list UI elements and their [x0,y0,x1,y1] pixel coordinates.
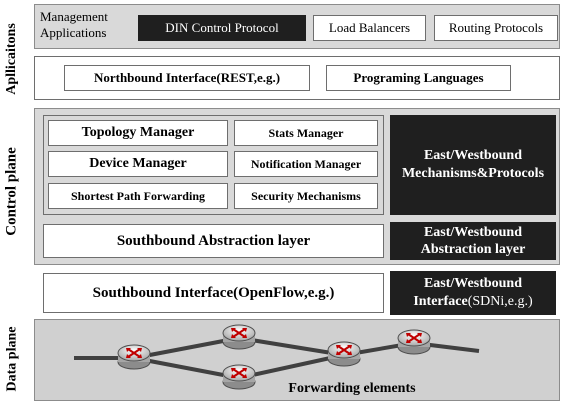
shortest-path-forwarding-box: Shortest Path Forwarding [48,183,228,209]
northbound-interface-box: Northbound Interface(REST,e.g.) [64,65,310,91]
notification-manager-box: Notification Manager [234,151,378,177]
forwarding-network: Forwarding elements [74,324,480,396]
ew-mechanisms-box: East/Westbound Mechanisms&Protocols [390,115,556,215]
management-applications-label: Management Applications [40,9,108,40]
southbound-interface-box: Southbound Interface(OpenFlow,e.g.) [43,273,384,313]
router-icon [117,344,151,370]
programming-languages-box: Programing Languages [326,65,511,91]
router-icon [222,364,256,390]
southbound-abstraction-box: Southbound Abstraction layer [43,224,384,258]
ew-interface-box: East/Westbound Interface(SDNi,e.g.) [390,271,556,315]
device-manager-box: Device Manager [48,151,228,177]
forwarding-elements-label: Forwarding elements [288,381,416,396]
ew-abstraction-box: East/Westbound Abstraction layer [390,222,556,260]
stats-manager-box: Stats Manager [234,120,378,146]
load-balancers-box: Load Balancers [313,15,426,41]
layer-label-data: Data plane [4,326,20,392]
routing-protocols-box: Routing Protocols [434,15,558,41]
router-icon [327,341,361,367]
router-icon [222,324,256,350]
din-control-protocol-box: DIN Control Protocol [138,15,306,41]
security-mechanisms-box: Security Mechanisms [234,183,378,209]
layer-label-applications: Apllicaitons [4,23,20,95]
layer-label-control: Control plane [3,146,20,236]
topology-manager-box: Topology Manager [48,120,228,146]
router-icon [397,329,431,355]
